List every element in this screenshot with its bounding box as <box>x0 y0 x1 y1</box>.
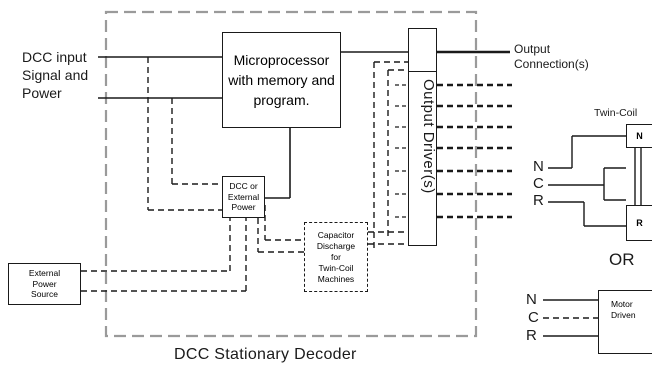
cap-line-5: Machines <box>317 273 355 284</box>
motor-c-label: C <box>528 309 539 326</box>
twin-coil-r-block: R <box>626 205 652 241</box>
motor-line-2: Driven <box>611 310 636 320</box>
coil-r-label: R <box>636 218 643 228</box>
power-select-block: DCC or External Power <box>222 176 265 218</box>
power-line-1: DCC or <box>229 181 258 192</box>
dcc-input-line-3-text: Power <box>22 85 62 101</box>
twin-coil-title: Twin-Coil <box>594 107 638 119</box>
motor-r-label: R <box>526 327 537 344</box>
ext-line-1: External <box>28 268 61 279</box>
twin-coil-n-block: N <box>626 124 652 148</box>
dcc-input-label: DCC input Signal and Power <box>22 48 88 102</box>
output-line-1-text: Output <box>514 42 551 56</box>
twin-n-label: N <box>533 158 544 175</box>
coil-n-label: N <box>636 131 643 141</box>
cap-line-3: for <box>331 251 341 262</box>
capacitor-discharge-block: Capacitor Discharge for Twin-Coil Machin… <box>304 222 368 292</box>
output-connections-label: Output Connection(s) <box>514 42 589 72</box>
or-label: OR <box>609 250 635 269</box>
dcc-input-line-1-text: DCC input <box>22 49 87 65</box>
output-line-2-text: Connection(s) <box>514 57 589 71</box>
motor-wiring <box>543 299 598 337</box>
ext-line-2: Power <box>32 278 57 289</box>
output-drivers-label: Output Driver(s) <box>420 79 437 194</box>
cap-line-1: Capacitor <box>317 229 355 240</box>
power-line-2: External <box>227 191 260 202</box>
dcc-input-line-2-text: Signal and <box>22 67 89 83</box>
twin-coil-wiring <box>548 135 642 227</box>
motor-n-label: N <box>526 291 537 308</box>
driver-output-lines <box>437 83 512 219</box>
cap-line-4: Twin-Coil <box>318 262 354 273</box>
twin-r-label: R <box>533 192 544 209</box>
motor-line-1: Motor <box>611 299 633 309</box>
micro-line-2: with memory and <box>228 72 335 88</box>
ext-line-3: Source <box>31 289 58 300</box>
decoder-boundary <box>104 10 478 338</box>
decoder-title: DCC Stationary Decoder <box>174 346 357 363</box>
external-power-source-block: External Power Source <box>8 263 81 305</box>
power-line-3: Power <box>231 202 256 213</box>
twin-c-label: C <box>533 175 544 192</box>
microprocessor-block: Microprocessor with memory and program. <box>222 32 341 128</box>
output-drivers-block: Output Driver(s) <box>408 28 437 246</box>
micro-line-1: Microprocessor <box>233 52 330 68</box>
motor-driven-block: Motor Driven <box>598 290 652 354</box>
cap-line-2: Discharge <box>316 240 356 251</box>
micro-line-3: program. <box>253 92 310 108</box>
